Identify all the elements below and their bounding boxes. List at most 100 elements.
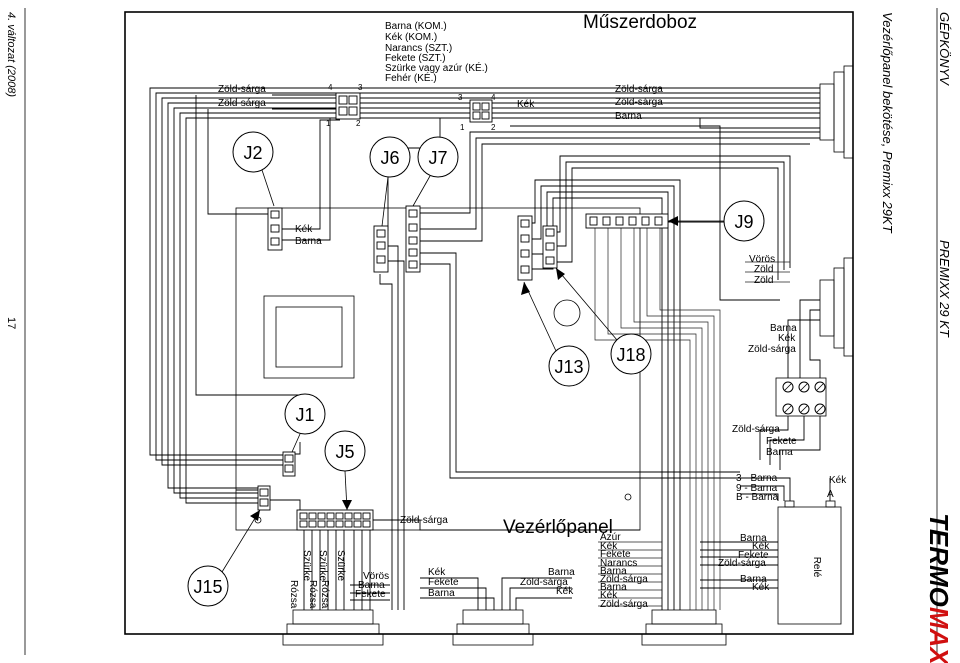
page-number: 17 <box>5 317 17 329</box>
relay-label: Relé <box>811 557 822 578</box>
wire-j7 <box>418 131 820 479</box>
brand-logo: TERMOMAX <box>924 513 954 663</box>
j2-wire-label: Barna <box>295 236 322 247</box>
top-mid-wire-label: Kék <box>517 99 535 110</box>
svg-text:TERMOMAX: TERMOMAX <box>924 513 954 663</box>
callout-j1-label: J1 <box>295 405 314 425</box>
panel-screw-right <box>624 493 632 501</box>
callout-j2: J2 <box>232 131 275 207</box>
relay-body <box>777 506 842 625</box>
connector-top-left-4pin <box>335 92 361 120</box>
wire-bundle-left-green <box>195 94 340 396</box>
top-wire-label: Fehér (KÉ.) <box>385 71 437 84</box>
bottom-mid-wire-label: Barna <box>428 588 455 599</box>
bottom-mid-wire-label: Barna <box>548 567 575 578</box>
wire-label: Rózsa <box>319 580 330 609</box>
connector-j6-block <box>373 225 389 273</box>
right-wire-label: 3 - Barna <box>736 473 778 484</box>
connector-j2-block <box>267 207 283 251</box>
wire-label: Rózsa <box>307 580 318 609</box>
relay-terminal: A <box>827 489 834 500</box>
left-wire-label: Zöld-sárga <box>218 84 266 95</box>
wire-j2 <box>282 117 352 241</box>
wire-label: Zöld-sárga <box>718 558 766 569</box>
panel-wire-label: Zöld-sárga <box>400 515 448 526</box>
wire-label: Szürke <box>317 550 328 582</box>
doc-title: Vezérlőpanel bekötése, Premixx 29KT <box>880 12 895 234</box>
top-wire-label: Szürke vagy azúr (KÉ.) <box>385 61 488 74</box>
wire-bottom-left-j5 <box>303 519 640 610</box>
grommet-bottom-right <box>641 609 727 646</box>
bottom-mid-wire-label: Kék <box>428 567 446 578</box>
grommet-bottom-mid <box>452 609 534 646</box>
pin-number: 1 <box>326 119 331 128</box>
right-wire-label: Barna <box>770 323 797 334</box>
callout-j7: J7 <box>412 136 459 207</box>
wire-label: Zöld-sárga <box>600 574 648 585</box>
pin-number: 3 <box>458 93 463 102</box>
callout-j18: J18 <box>555 267 652 375</box>
callout-j13-label: J13 <box>554 357 583 377</box>
wire-j6 <box>379 118 441 610</box>
j2-wire-label: Kék <box>295 224 313 235</box>
wire-label: Fekete <box>738 550 769 561</box>
j5-wire-label: Vörös <box>363 571 389 582</box>
relay-top-label: Kék <box>829 475 847 486</box>
j15-vertical-labels: Szürke Rózsa Szürke Rózsa Szürke Rózsa <box>288 550 346 609</box>
top-wire-label: Narancs (SZT.) <box>385 43 452 54</box>
connector-j5-block <box>296 509 374 531</box>
header-left: GÉPKÖNYV <box>937 12 952 86</box>
j9-wire-label: Zöld <box>754 275 773 286</box>
callout-j13: J13 <box>521 281 590 387</box>
right-wire-label: Barna <box>766 447 793 458</box>
right-wire-label: 9 - Barna <box>736 483 778 494</box>
pin-number: 4 <box>328 83 333 92</box>
top-wire-label: Kék (KOM.) <box>385 32 437 43</box>
j5-wire-label: Fekete <box>355 589 386 600</box>
bottom-mid-wire-label: Kék <box>556 586 574 597</box>
footer-version: 4. változat (2008) <box>5 12 17 97</box>
top-right-wire-label: Zöld-sárga <box>615 84 663 95</box>
grommet-right-top <box>819 65 854 159</box>
pin-number: 1 <box>460 123 465 132</box>
wire-label: Szürke <box>301 550 312 582</box>
wire-bottom-mid <box>420 577 572 610</box>
j9-wire-label: Zöld <box>754 264 773 275</box>
bottom-mid-wire-label: Zöld-sárga <box>520 577 568 588</box>
wire-label: Kék <box>600 590 618 601</box>
wire-label: Kék <box>752 541 770 552</box>
bottom-right-wire-labels: Azúr Kék Fekete Narancs Barna Zöld-sárga… <box>600 532 648 610</box>
right-wire-label: Kék <box>778 333 796 344</box>
callout-j5-label: J5 <box>335 442 354 462</box>
top-right-wire-label: Barna <box>615 111 642 122</box>
right-wire-label: Fekete <box>766 436 797 447</box>
top-wire-labels: Barna (KOM.) Kék (KOM.) Narancs (SZT.) F… <box>385 21 488 84</box>
top-wire-label: Barna (KOM.) <box>385 21 447 32</box>
wire-label: Barna <box>600 566 627 577</box>
connector-j13-block <box>517 215 533 281</box>
wire-label: Rózsa <box>288 580 299 609</box>
display-window-outer <box>263 295 355 379</box>
callout-j6: J6 <box>369 136 411 227</box>
callout-j5: J5 <box>324 430 366 511</box>
panel-title: Vezérlőpanel <box>503 517 613 538</box>
pin-number: 3 <box>358 83 363 92</box>
pin-number: 2 <box>356 119 361 128</box>
callout-j6-label: J6 <box>380 148 399 168</box>
j9-wire-label: Vörös <box>749 254 775 265</box>
wire-label: Narancs <box>600 558 637 569</box>
wire-label: Szürke <box>335 550 346 582</box>
right-wire-label: Zöld-sárga <box>732 424 780 435</box>
wire-label: Barna <box>600 582 627 593</box>
connector-j18-block <box>542 225 558 269</box>
connector-j7-block <box>405 205 421 273</box>
relay-pin-right <box>825 500 836 508</box>
wire-label: Barna <box>740 533 767 544</box>
relay-pin-left <box>784 500 795 508</box>
callout-j2-label: J2 <box>243 143 262 163</box>
callout-j9: J9 <box>668 200 765 242</box>
wire-label: Fekete <box>600 549 631 560</box>
callout-j15: J15 <box>187 509 261 607</box>
wire-label: Barna <box>740 574 767 585</box>
grommet-bottom-left <box>282 609 384 646</box>
